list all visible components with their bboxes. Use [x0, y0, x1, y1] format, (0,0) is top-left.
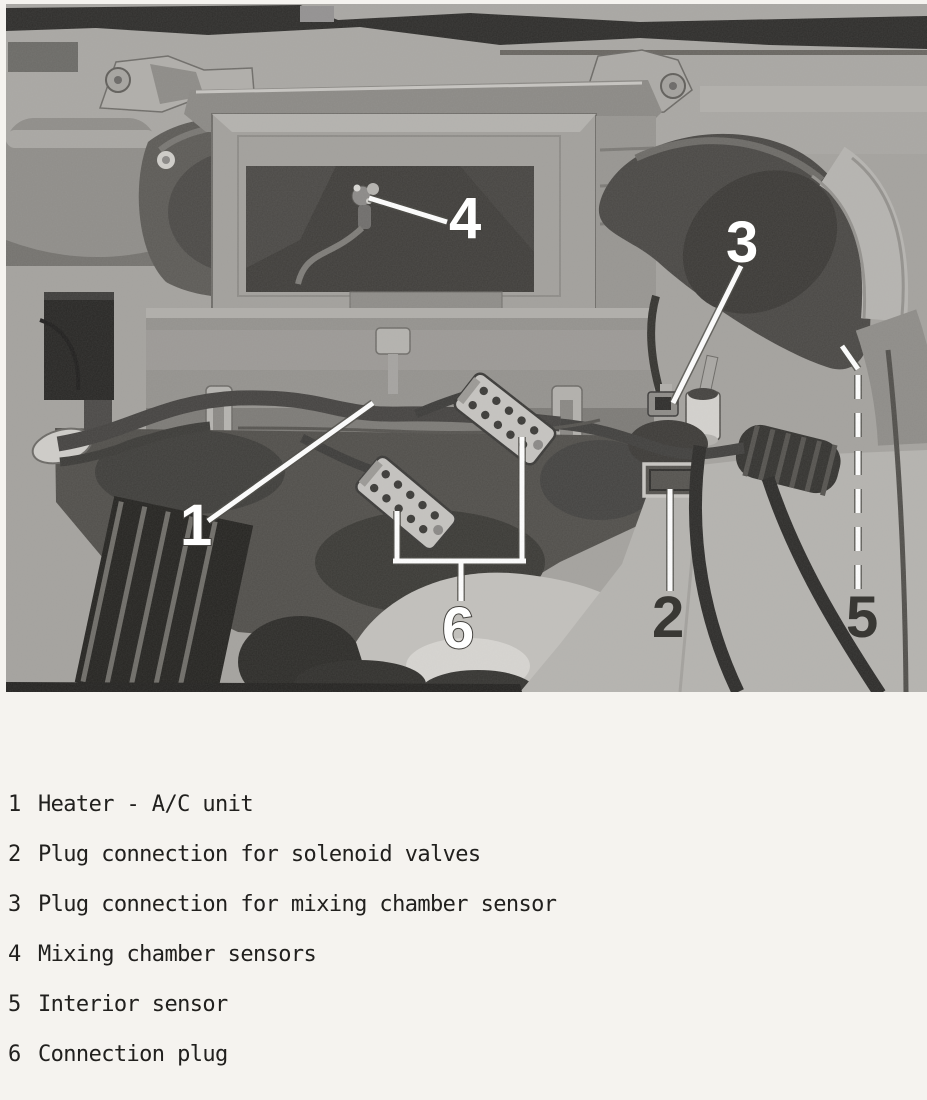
legend-item-label: Connection plug — [38, 1042, 228, 1067]
legend-item-number: 6 — [8, 1042, 21, 1067]
legend-item: 2 Plug connection for solenoid valves — [8, 842, 888, 892]
legend-item: 5 Interior sensor — [8, 992, 888, 1042]
legend-item-number: 3 — [8, 892, 21, 917]
legend-item: 3 Plug connection for mixing chamber sens… — [8, 892, 888, 942]
legend-item-number: 5 — [8, 992, 21, 1017]
legend-item-label: Plug connection for mixing chamber senso… — [38, 892, 557, 917]
legend-item-label: Heater - A/C unit — [38, 792, 254, 817]
legend-item-number: 1 — [8, 792, 21, 817]
legend-item-number: 2 — [8, 842, 21, 867]
legend-item: 6 Connection plug — [8, 1042, 888, 1092]
callout-number-5: 5 — [846, 585, 878, 650]
legend-item-label: Plug connection for solenoid valves — [38, 842, 481, 867]
legend-item-number: 4 — [8, 942, 21, 967]
legend-item-label: Interior sensor — [38, 992, 228, 1017]
callout-number-4: 4 — [449, 186, 481, 251]
legend-item: 1 Heater - A/C unit — [8, 792, 888, 842]
callout-number-3: 3 — [726, 210, 758, 275]
callout-number-2: 2 — [652, 585, 684, 650]
legend-item-label: Mixing chamber sensors — [38, 942, 317, 967]
callout-number-1: 1 — [180, 493, 212, 558]
callout-number-6: 6 — [442, 596, 474, 661]
legend-item: 4 Mixing chamber sensors — [8, 942, 888, 992]
